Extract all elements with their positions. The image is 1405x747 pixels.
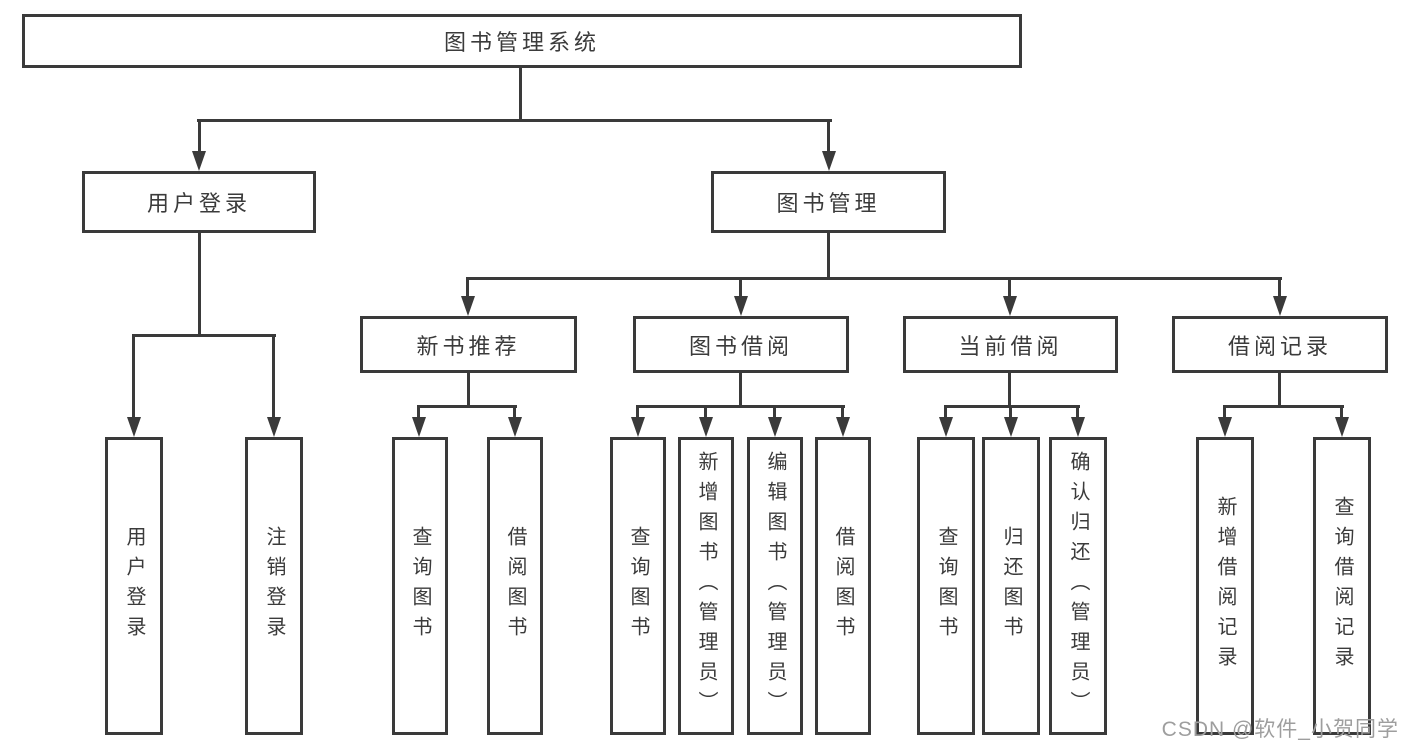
leaf-query-books-3: 查询图书: [917, 437, 975, 735]
node-label: 用户登录: [146, 191, 251, 216]
connector-line: [198, 233, 201, 337]
leaf-logout: 注销登录: [245, 437, 303, 735]
arrow-down-icon: [1003, 296, 1017, 316]
connector-line: [773, 405, 776, 419]
node-current-borrowing: 当前借阅: [903, 316, 1118, 373]
node-label: 新增图书（管理员）: [695, 451, 717, 721]
leaf-edit-books-admin: 编辑图书（管理员）: [747, 437, 803, 735]
node-label: 图书借阅: [688, 333, 793, 359]
leaf-return-books: 归还图书: [982, 437, 1040, 735]
leaf-add-books-admin: 新增图书（管理员）: [678, 437, 734, 735]
leaf-borrow-books-1: 借阅图书: [487, 437, 543, 735]
arrow-down-icon: [699, 417, 713, 437]
arrow-down-icon: [127, 417, 141, 437]
connector-line: [519, 68, 522, 120]
connector-line: [513, 405, 516, 419]
arrow-down-icon: [822, 151, 836, 171]
connector-line: [198, 119, 201, 153]
connector-line: [1008, 373, 1011, 408]
connector-line: [827, 119, 830, 153]
node-label: 编辑图书（管理员）: [764, 451, 786, 721]
arrow-down-icon: [1004, 417, 1018, 437]
node-label: 注销登录: [263, 526, 285, 646]
node-label: 查询图书: [627, 526, 649, 646]
node-user-login: 用户登录: [82, 171, 316, 233]
arrow-down-icon: [939, 417, 953, 437]
arrow-down-icon: [192, 151, 206, 171]
connector-line: [1008, 277, 1011, 298]
connector-line: [132, 334, 135, 419]
node-label: 当前借阅: [958, 333, 1063, 359]
connector-line: [1076, 405, 1079, 419]
watermark: CSDN @软件_小贺同学: [1161, 718, 1399, 741]
leaf-query-books-2: 查询图书: [610, 437, 666, 735]
connector-line: [1278, 373, 1281, 408]
arrow-down-icon: [631, 417, 645, 437]
node-book-management: 图书管理: [711, 171, 946, 233]
connector-line: [1223, 405, 1226, 419]
arrow-down-icon: [768, 417, 782, 437]
node-label: 查询图书: [409, 526, 431, 646]
connector-line: [944, 405, 1080, 408]
arrow-down-icon: [1335, 417, 1349, 437]
connector-line: [132, 334, 276, 337]
arrow-down-icon: [1071, 417, 1085, 437]
connector-line: [827, 233, 830, 280]
leaf-user-login: 用户登录: [105, 437, 163, 735]
connector-line: [1223, 405, 1344, 408]
connector-line: [636, 405, 845, 408]
leaf-add-borrow-record: 新增借阅记录: [1196, 437, 1254, 735]
node-label: 借阅图书: [504, 526, 526, 646]
connector-line: [739, 373, 742, 408]
node-label: 借阅图书: [832, 526, 854, 646]
arrow-down-icon: [461, 296, 475, 316]
arrow-down-icon: [836, 417, 850, 437]
connector-line: [466, 277, 469, 298]
connector-line: [272, 334, 275, 419]
connector-line: [1009, 405, 1012, 419]
connector-line: [841, 405, 844, 419]
connector-line: [417, 405, 517, 408]
node-label: 图书管理: [776, 191, 881, 216]
node-label: 新增借阅记录: [1214, 496, 1236, 676]
connector-line: [467, 373, 470, 408]
connector-line: [944, 405, 947, 419]
connector-line: [466, 277, 1282, 280]
arrow-down-icon: [508, 417, 522, 437]
connector-line: [704, 405, 707, 419]
arrow-down-icon: [1218, 417, 1232, 437]
arrow-down-icon: [267, 417, 281, 437]
leaf-borrow-books-2: 借阅图书: [815, 437, 871, 735]
node-label: 借阅记录: [1227, 333, 1332, 359]
arrow-down-icon: [412, 417, 426, 437]
node-label: 归还图书: [1000, 526, 1022, 646]
arrow-down-icon: [734, 296, 748, 316]
leaf-query-books-1: 查询图书: [392, 437, 448, 735]
connector-line: [739, 277, 742, 298]
node-label: 查询借阅记录: [1331, 496, 1353, 676]
connector-line: [417, 405, 420, 419]
leaf-confirm-return-admin: 确认归还（管理员）: [1049, 437, 1107, 735]
connector-line: [636, 405, 639, 419]
node-book-borrowing: 图书借阅: [633, 316, 849, 373]
leaf-query-borrow-record: 查询借阅记录: [1313, 437, 1371, 735]
connector-line: [1340, 405, 1343, 419]
node-new-book-recommendation: 新书推荐: [360, 316, 577, 373]
node-label: 查询图书: [935, 526, 957, 646]
node-label: 图书管理系统: [443, 30, 600, 55]
node-label: 确认归还（管理员）: [1067, 451, 1089, 721]
node-library-system: 图书管理系统: [22, 14, 1022, 68]
arrow-down-icon: [1273, 296, 1287, 316]
node-borrowing-records: 借阅记录: [1172, 316, 1388, 373]
connector-line: [197, 119, 832, 122]
node-label: 用户登录: [123, 526, 145, 646]
connector-line: [1278, 277, 1281, 298]
node-label: 新书推荐: [416, 333, 521, 359]
